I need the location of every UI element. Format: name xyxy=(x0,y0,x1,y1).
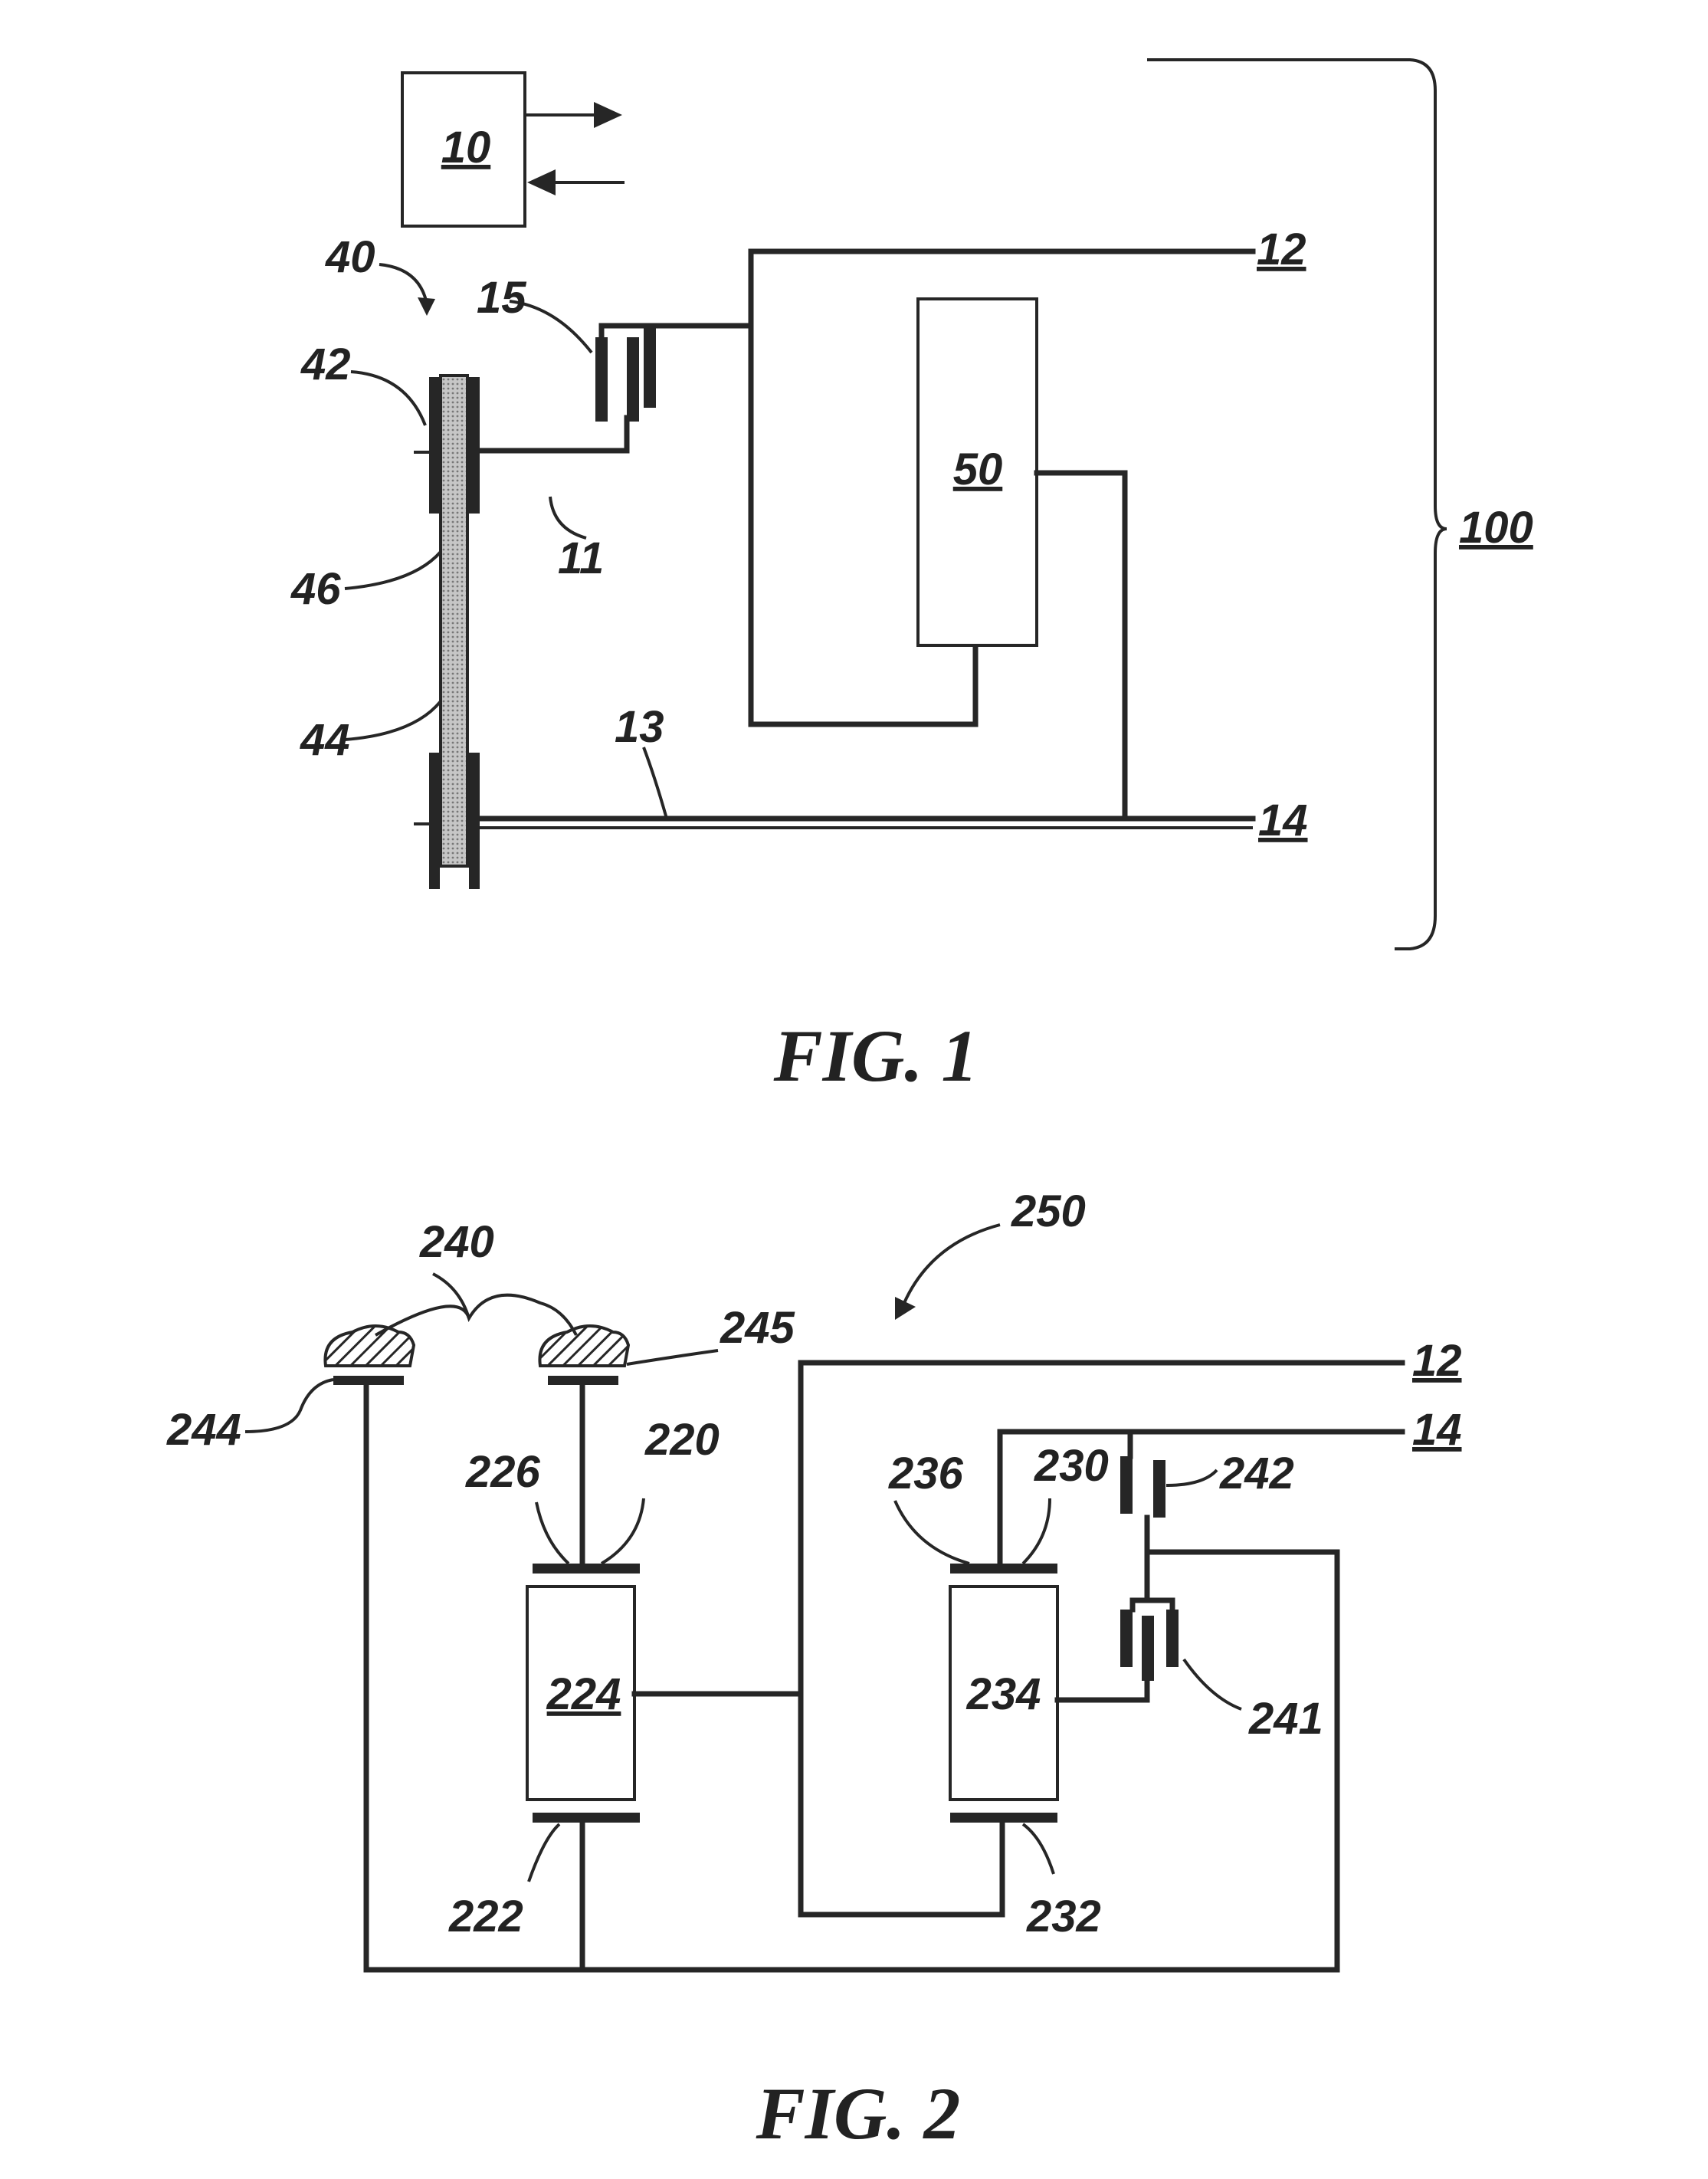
input-arrow-icon xyxy=(527,169,556,195)
label-250: 250 xyxy=(1011,1186,1086,1236)
label-240: 240 xyxy=(419,1217,494,1267)
figure-1: 10 100 xyxy=(290,60,1533,1097)
label-220: 220 xyxy=(644,1415,720,1465)
label-46: 46 xyxy=(290,564,341,614)
label-241: 241 xyxy=(1248,1694,1323,1744)
label-230: 230 xyxy=(1034,1441,1109,1491)
label-15: 15 xyxy=(477,273,526,323)
belt xyxy=(441,376,467,866)
figure-2: 224 234 xyxy=(166,1186,1462,2154)
belt-drive xyxy=(414,376,480,889)
label-44: 44 xyxy=(300,715,350,765)
figure-2-caption: FIG. 2 xyxy=(756,2072,961,2154)
label-244: 244 xyxy=(166,1405,241,1455)
label-12: 12 xyxy=(1257,225,1306,274)
label-14-fig2: 14 xyxy=(1412,1405,1462,1455)
label-232: 232 xyxy=(1026,1892,1101,1941)
figure-1-caption: FIG. 1 xyxy=(773,1015,979,1097)
label-222: 222 xyxy=(448,1892,523,1941)
ground-245 xyxy=(539,1326,628,1366)
label-236: 236 xyxy=(888,1449,964,1498)
output-arrow-icon xyxy=(594,102,622,128)
label-226: 226 xyxy=(465,1447,541,1497)
label-224: 224 xyxy=(546,1669,621,1719)
controller-block: 10 xyxy=(402,73,625,226)
label-13: 13 xyxy=(615,702,664,752)
label-42: 42 xyxy=(300,340,351,389)
label-11: 11 xyxy=(558,533,604,583)
pointer-arrow-icon xyxy=(418,297,435,316)
label-245: 245 xyxy=(720,1303,795,1353)
label-40: 40 xyxy=(325,232,375,282)
controller-label: 10 xyxy=(441,123,491,172)
label-14: 14 xyxy=(1258,796,1308,845)
clutch-15 xyxy=(595,323,751,422)
unit-50-label: 50 xyxy=(953,445,1003,494)
label-12-fig2: 12 xyxy=(1412,1336,1462,1386)
label-242: 242 xyxy=(1219,1449,1294,1498)
system-label: 100 xyxy=(1459,503,1533,553)
label-234: 234 xyxy=(966,1669,1041,1719)
ground-244 xyxy=(325,1326,414,1366)
